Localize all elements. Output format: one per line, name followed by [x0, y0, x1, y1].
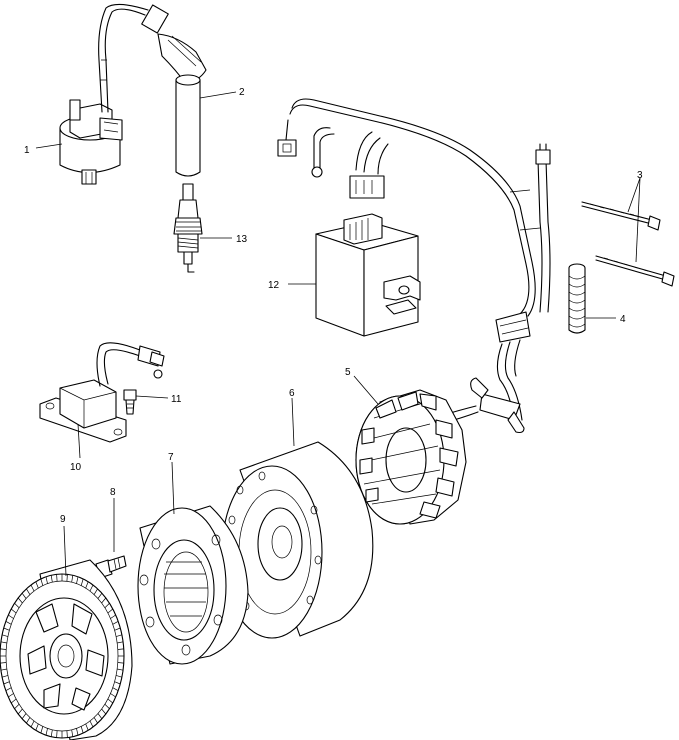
gear-tooth: [117, 668, 124, 671]
gear-tooth: [104, 703, 110, 709]
gear-tooth: [97, 713, 103, 720]
stator: [355, 389, 467, 525]
gear-tooth: [93, 588, 98, 595]
gear-tooth: [80, 726, 84, 734]
gear-tooth: [30, 584, 35, 592]
cdi-module: [315, 213, 421, 337]
callout-4: 4: [620, 314, 626, 325]
gear-tooth: [26, 588, 31, 595]
gear-tooth: [114, 627, 121, 631]
spark-plug: [173, 183, 203, 273]
starter-clutch: [137, 505, 249, 665]
gear-tooth: [66, 730, 68, 738]
gear-tooth: [26, 717, 31, 724]
gear-tooth: [8, 614, 14, 619]
gear-tooth: [71, 575, 74, 583]
gear-tooth: [115, 675, 123, 678]
gear-tooth: [110, 614, 116, 619]
gear-tooth: [50, 729, 53, 737]
gear-tooth: [8, 693, 14, 698]
wiring-harness: [277, 98, 551, 434]
callout-7: 7: [168, 452, 174, 463]
callout-6: 6: [289, 388, 295, 399]
gear-tooth: [17, 708, 23, 715]
callout-5: 5: [345, 367, 351, 378]
gear-tooth: [50, 575, 53, 583]
gear-tooth: [5, 687, 12, 692]
gear-tooth: [14, 603, 20, 609]
callout-11: 11: [171, 394, 182, 405]
gear-tooth: [40, 578, 44, 586]
gear-tooth: [1, 675, 9, 678]
callout-12: 12: [268, 280, 280, 291]
callout-1-coil: 1: [24, 145, 30, 156]
gear-tooth: [5, 620, 12, 625]
gear-tooth: [35, 723, 39, 731]
gear-tooth: [1, 634, 9, 637]
gear-tooth: [45, 728, 48, 736]
callout-2: 2: [239, 87, 245, 98]
gear-tooth: [0, 641, 7, 644]
gear-tooth: [115, 634, 123, 637]
gear-tooth: [76, 728, 79, 736]
gear-tooth: [89, 720, 94, 728]
gear-tooth: [117, 662, 124, 664]
gear-tooth: [89, 584, 94, 592]
gear-tooth: [56, 574, 58, 582]
cable-ties: [581, 201, 675, 287]
gear-tooth: [17, 597, 23, 604]
gear-tooth: [56, 730, 58, 738]
gear-tooth: [0, 662, 7, 664]
gear-tooth: [107, 608, 114, 614]
gear-tooth: [40, 726, 44, 734]
gear-tooth: [97, 592, 103, 599]
spark-plug-boot: [141, 4, 207, 177]
callout-10: 10: [70, 462, 82, 473]
gear-tooth: [101, 597, 107, 604]
gear-tooth: [3, 681, 10, 685]
gear-tooth: [101, 708, 107, 715]
callout-8: 8: [110, 487, 116, 498]
gear-tooth: [117, 648, 124, 650]
gear-tooth: [0, 648, 7, 650]
gear-tooth: [21, 713, 27, 720]
gear-tooth: [30, 720, 35, 728]
pulser-coil: [39, 342, 165, 443]
leader-lines: [35, 91, 641, 577]
callout-13: 13: [236, 234, 248, 245]
gear-tooth: [93, 717, 98, 724]
ignition-coil: [59, 3, 149, 185]
gear-tooth: [21, 592, 27, 599]
wire-sleeve: [568, 263, 586, 334]
callout-9: 9: [60, 514, 66, 525]
gear-tooth: [114, 681, 121, 685]
gear-tooth: [35, 581, 39, 589]
gear-tooth: [45, 576, 48, 584]
gear-tooth: [66, 574, 68, 582]
gear-tooth: [10, 608, 17, 614]
gear-tooth: [0, 668, 7, 671]
gear-tooth: [117, 641, 124, 644]
gear-tooth: [14, 703, 20, 709]
gear-tooth: [85, 723, 89, 731]
gear-tooth: [104, 603, 110, 609]
gear-tooth: [112, 687, 119, 692]
gear-tooth: [107, 698, 114, 704]
gear-tooth: [80, 578, 84, 586]
gear-tooth: [76, 576, 79, 584]
gear-tooth: [112, 620, 119, 625]
flywheel: [221, 441, 374, 639]
gear-tooth: [10, 698, 17, 704]
gear-tooth: [71, 729, 74, 737]
callout-labels: 1 2 13 3 4 12 5 11 6 10 7 8 9: [24, 87, 643, 525]
callout-3: 3: [637, 170, 643, 181]
gear-tooth: [85, 581, 89, 589]
gear-tooth: [110, 693, 116, 698]
starter-gear: [0, 559, 133, 740]
gear-tooth: [3, 627, 10, 631]
